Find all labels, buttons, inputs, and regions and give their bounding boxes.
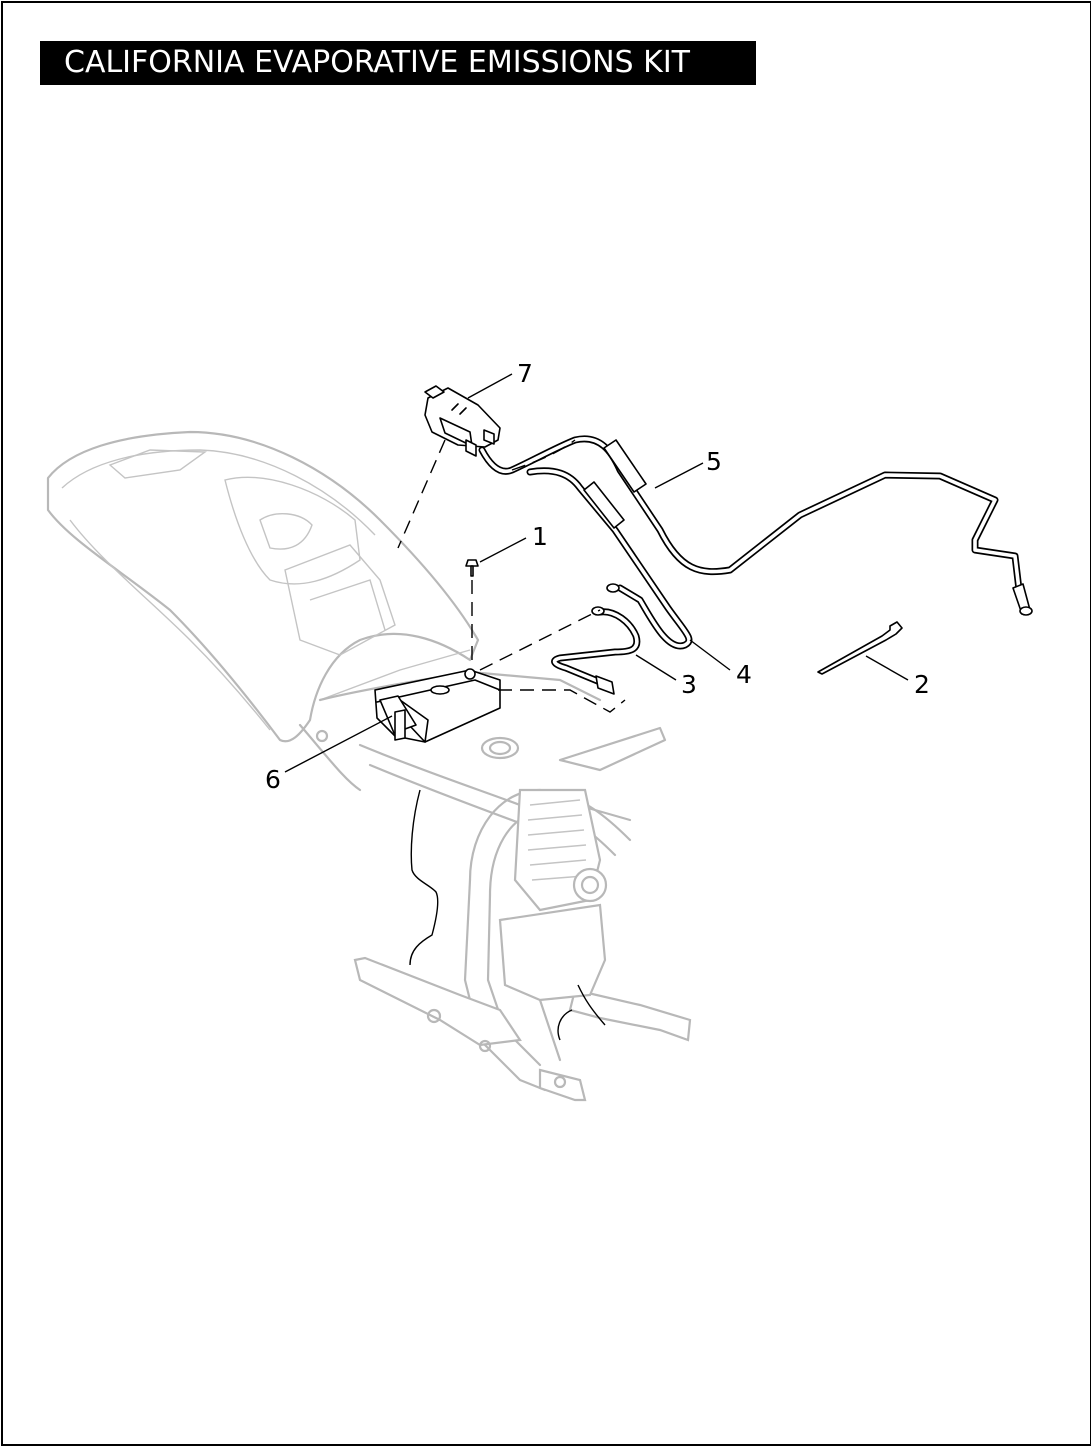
guide-line-4	[479, 609, 601, 671]
frame-ghost	[298, 670, 692, 1102]
leader-2	[865, 655, 909, 681]
leader-7	[467, 373, 513, 399]
guide-line-3	[498, 689, 626, 713]
vent-hose	[478, 435, 1033, 616]
wiring-harness	[409, 789, 439, 966]
purge-solenoid-valve	[424, 385, 501, 457]
callout-4: 4	[736, 660, 752, 689]
mounting-screw	[465, 559, 479, 577]
short-hose	[551, 606, 641, 695]
page-title: CALIFORNIA EVAPORATIVE EMISSIONS KIT	[40, 41, 756, 85]
leader-4	[689, 639, 731, 671]
leader-5	[654, 462, 704, 489]
purge-hose	[526, 467, 693, 650]
charcoal-canister	[374, 668, 501, 743]
callout-1: 1	[532, 522, 548, 551]
leader-1	[479, 537, 527, 563]
callout-5: 5	[706, 447, 722, 476]
guide-line-5	[511, 439, 576, 471]
rear-fender-ghost	[46, 430, 480, 743]
leader-3	[635, 654, 677, 681]
cable-strap	[817, 621, 903, 675]
leader-6	[284, 715, 393, 773]
callout-7: 7	[517, 359, 533, 388]
callout-3: 3	[681, 670, 697, 699]
wiring-harness-lower	[557, 984, 606, 1041]
guide-line-7	[397, 439, 446, 549]
callout-6: 6	[265, 765, 281, 794]
callout-2: 2	[914, 670, 930, 699]
